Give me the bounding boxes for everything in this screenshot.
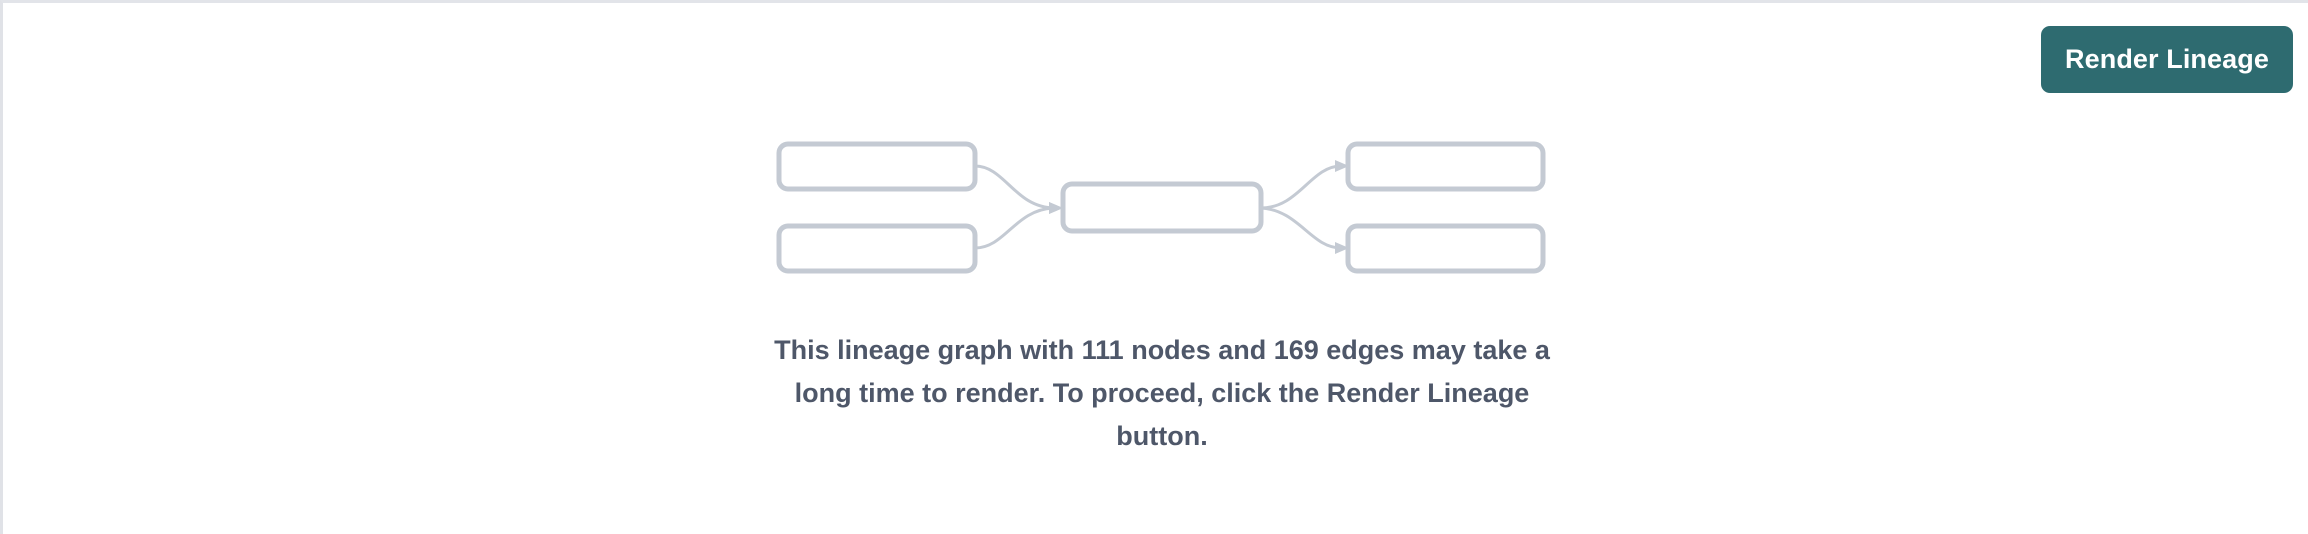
graph-node-right-bottom [1345, 223, 1546, 274]
edge-arrowhead-center-in-bottom [1049, 202, 1063, 214]
edge-arrowhead-right-top [1335, 160, 1349, 172]
lineage-graph-placeholder [743, 123, 1573, 293]
render-lineage-button[interactable]: Render Lineage [2041, 26, 2293, 93]
graph-node-left-top [776, 141, 978, 192]
graph-node-center [1060, 181, 1264, 234]
graph-node-right-top [1345, 141, 1546, 192]
edge-arrowhead-right-bottom [1335, 242, 1349, 254]
edge-left-top-to-center [974, 164, 1056, 210]
edge-left-bottom-to-center [974, 206, 1054, 250]
graph-node-left-bottom [776, 223, 978, 274]
lineage-warning-message: This lineage graph with 111 nodes and 16… [774, 335, 1550, 451]
edge-center-to-right-top [1260, 164, 1342, 210]
edge-center-to-right-bottom [1260, 206, 1342, 250]
render-lineage-button-label: Render Lineage [2065, 44, 2269, 74]
